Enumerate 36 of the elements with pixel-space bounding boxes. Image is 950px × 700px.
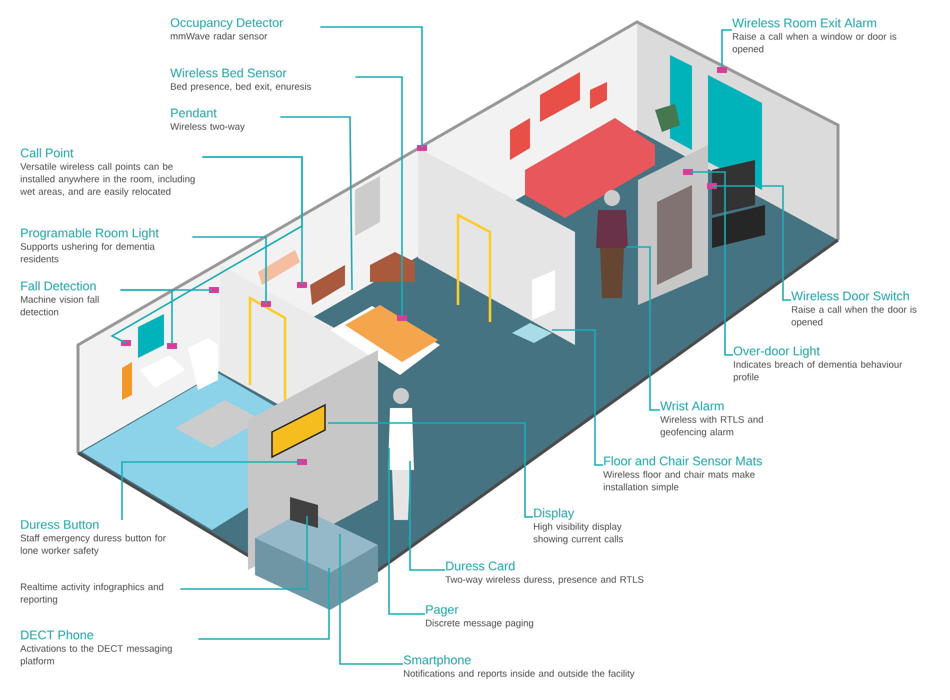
- callout-text: Wireless Room Exit Alarm Raise a call when a window or door is opened: [732, 18, 896, 54]
- leader-line: [120, 289, 173, 344]
- callout-text: DECT Phone Activations to the DECT messaging platform: [20, 630, 172, 666]
- callout-text: Pager Discrete message paging: [426, 605, 534, 628]
- leader-line: [121, 461, 300, 520]
- leader-line: [690, 171, 733, 356]
- callout-text: Display High visibility display showing current calls: [533, 508, 623, 544]
- callout-text: Wireless Bed Sensor Bed presence, bed exit, enuresis: [170, 68, 311, 92]
- callout-text: Duress Card Two-way wireless duress, presence and RTLS: [445, 561, 644, 585]
- leader-line: [721, 29, 732, 67]
- leader-line: [328, 422, 533, 518]
- leader-line: [388, 448, 425, 615]
- leader-line: [355, 76, 403, 316]
- callout-text: Call Point Versatile wireless call points can be installed anywhere in the room, including wet areas, and are easily relocated: [20, 148, 195, 197]
- leader-line: [110, 156, 303, 344]
- leader-line: [192, 236, 267, 304]
- callout-text: Programable Room Light Supports ushering for dementia residents: [20, 228, 159, 262]
- leader-line: [320, 26, 423, 148]
- callout-text: Over-door Light Indicates breach of dementia behaviour profile: [734, 346, 902, 382]
- leader-line: [180, 516, 308, 590]
- callout-text: Smartphone Notifications and reports inside and outside the facility: [404, 655, 635, 679]
- callout-text: Duress Button Staff emergency duress button for lone worker safety: [20, 520, 166, 556]
- leader-line: [552, 329, 603, 466]
- leader-line: [712, 185, 791, 301]
- leader-line: [198, 568, 330, 640]
- callout-text: Wrist Alarm Wireless with RTLS and geofencing alarm: [660, 401, 763, 438]
- callout-text: Realtime activity infographics and reporting: [20, 583, 164, 605]
- leader-line: [280, 116, 353, 290]
- callout-text: Pendant Wireless two-way: [170, 108, 245, 132]
- leader-line: [409, 461, 445, 571]
- leader-line: [626, 246, 660, 411]
- callout-text: Occupancy Detector mmWave radar sensor: [170, 18, 284, 40]
- callout-text: Floor and Chair Sensor Mats Wireless floor and chair mats make installation simple: [603, 456, 762, 492]
- callout-text: Fall Detection Machine vision fall detection: [20, 281, 99, 316]
- leader-line: [339, 534, 403, 665]
- callout-text: Wireless Door Switch Raise a call when the door is opened: [791, 291, 916, 328]
